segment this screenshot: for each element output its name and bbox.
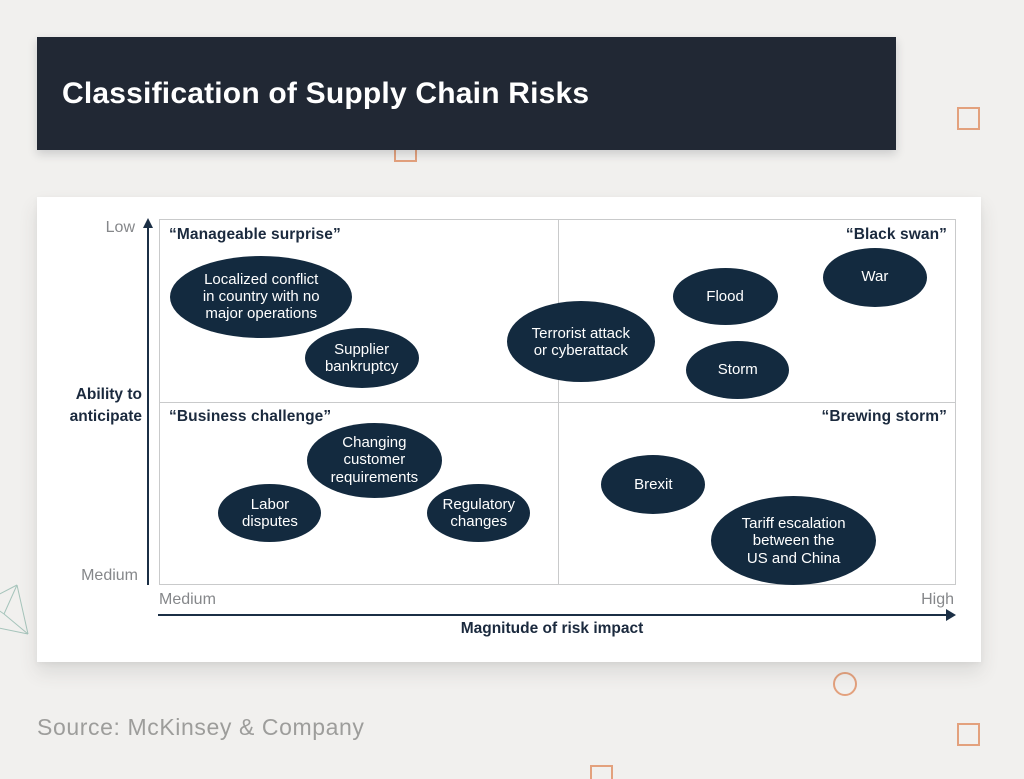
horizontal-divider xyxy=(160,402,955,403)
page-title: Classification of Supply Chain Risks xyxy=(62,76,590,110)
square-outline-decoration xyxy=(957,723,980,746)
y-axis-title: Ability to anticipate xyxy=(69,386,142,425)
chart-panel: Low Medium Ability to anticipate Medium … xyxy=(37,197,981,662)
risk-bubble: Regulatory changes xyxy=(427,484,531,543)
quadrant-label-business-challenge: “Business challenge” xyxy=(169,408,332,425)
quadrant-label-brewing-storm: “Brewing storm” xyxy=(821,408,947,425)
risk-bubble: Supplier bankruptcy xyxy=(304,327,419,388)
risk-bubble: Tariff escalation between the US and Chi… xyxy=(711,496,877,586)
risk-bubble: Localized conflict in country with no ma… xyxy=(170,255,353,338)
source-attribution: Source: McKinsey & Company xyxy=(37,714,365,740)
x-axis-title: Magnitude of risk impact xyxy=(460,620,644,637)
y-axis-tick-low: Low xyxy=(105,219,135,236)
square-outline-decoration xyxy=(590,765,613,779)
quadrant-label-black-swan: “Black swan” xyxy=(845,226,947,243)
circle-outline-decoration xyxy=(833,672,857,696)
x-axis-arrow-right-icon xyxy=(946,609,956,621)
title-bar: Classification of Supply Chain Risks xyxy=(37,37,896,150)
wireframe-triangle-decoration xyxy=(0,584,29,635)
risk-bubble: War xyxy=(822,247,927,307)
risk-bubble: Flood xyxy=(672,267,778,325)
risk-bubble: Changing customer requirements xyxy=(306,422,442,498)
risk-bubble: Labor disputes xyxy=(218,484,322,543)
y-axis-tick-medium: Medium xyxy=(81,567,138,584)
quadrant-label-manageable-surprise: “Manageable surprise” xyxy=(169,226,341,243)
y-axis-arrow-up-icon xyxy=(143,218,153,228)
square-outline-decoration xyxy=(957,107,980,130)
x-axis-tick-medium: Medium xyxy=(159,591,216,608)
risk-bubble: Brexit xyxy=(601,455,706,515)
quadrant-grid: “Manageable surprise” “Black swan” “Busi… xyxy=(159,219,956,586)
risk-bubble: Storm xyxy=(686,341,790,400)
risk-bubble: Terrorist attack or cyberattack xyxy=(506,301,655,383)
y-axis-line xyxy=(147,227,149,585)
x-axis-tick-high: High xyxy=(921,591,954,608)
x-axis-line xyxy=(158,614,946,616)
